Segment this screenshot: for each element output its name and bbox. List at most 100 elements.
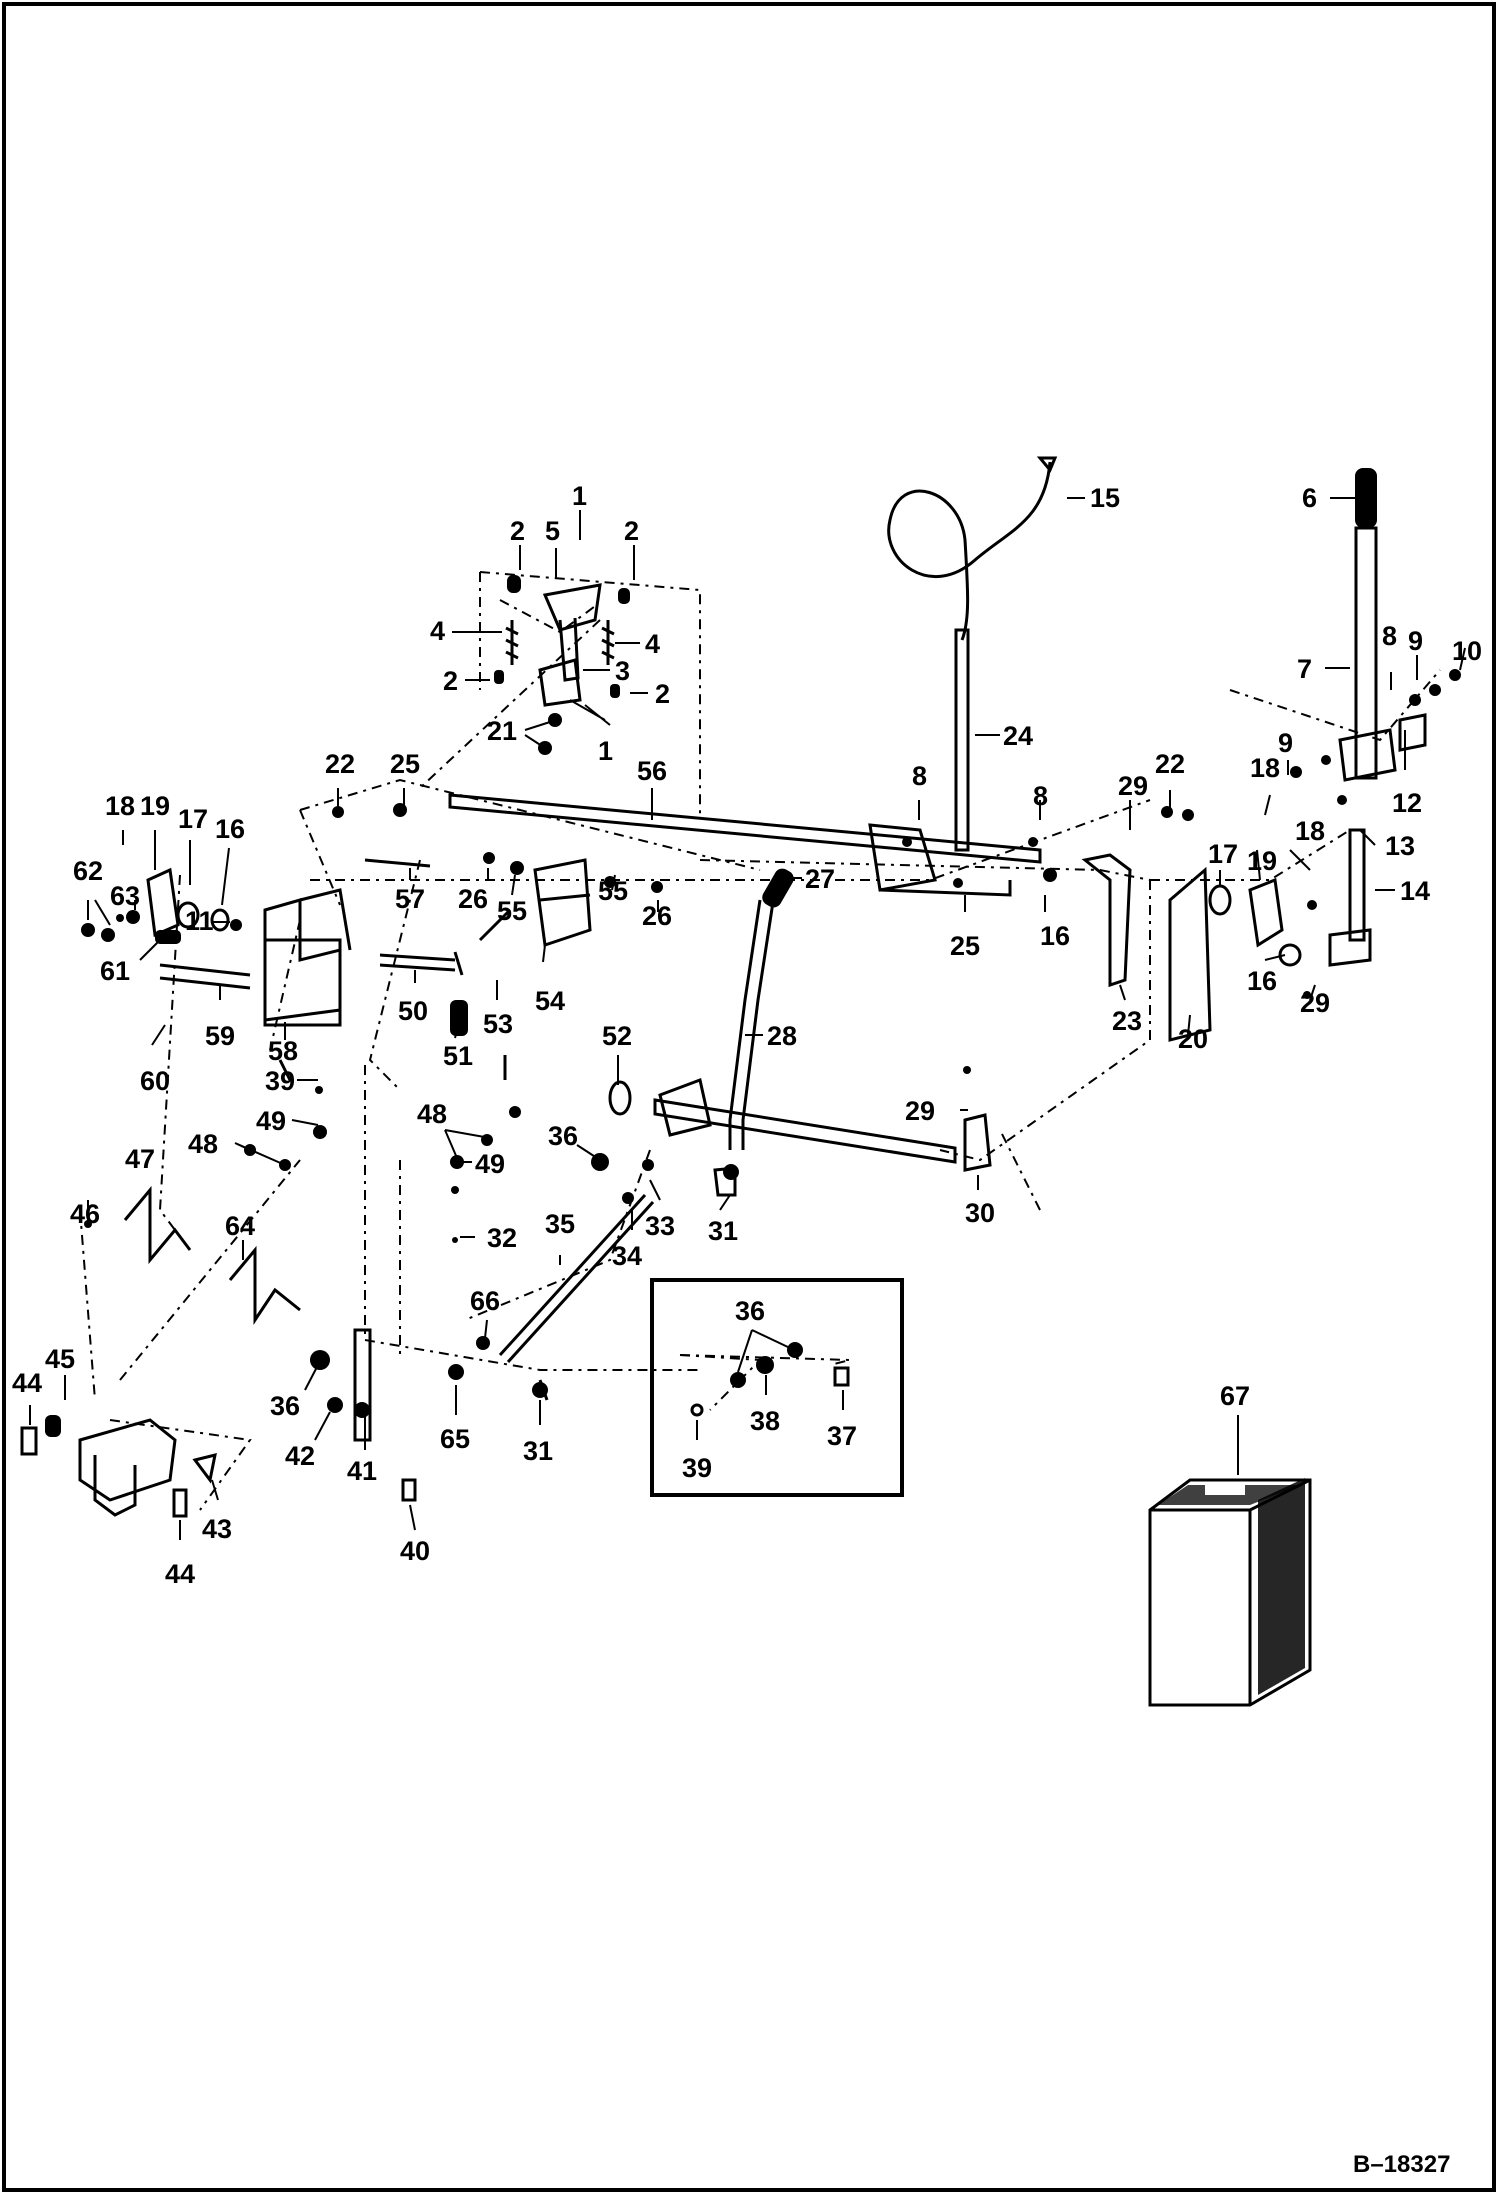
callout-label: 58 <box>268 1036 298 1066</box>
callout-label: 2 <box>655 679 670 709</box>
callout-label: 22 <box>325 749 355 779</box>
part-67-box <box>1148 1478 1312 1707</box>
callout-label: 16 <box>1247 966 1277 996</box>
callout-label: 64 <box>225 1211 255 1241</box>
callout-label: 49 <box>256 1106 286 1136</box>
part-shapes <box>20 456 1461 1518</box>
callout-label: 59 <box>205 1021 235 1051</box>
callout-label: 48 <box>188 1129 218 1159</box>
callout-label: 24 <box>1003 721 1033 751</box>
callout-label: 44 <box>165 1559 195 1589</box>
callout-label: 51 <box>443 1041 473 1071</box>
callout-label: 49 <box>475 1149 505 1179</box>
leader-lines <box>29 497 1466 1540</box>
callout-label: 52 <box>602 1021 632 1051</box>
callout-label: 21 <box>487 716 517 746</box>
callout-label: 43 <box>202 1514 232 1544</box>
callout-label: 63 <box>110 881 140 911</box>
callout-label: 66 <box>470 1286 500 1316</box>
callout-label: 12 <box>1392 788 1422 818</box>
callout-label: 9 <box>1278 728 1293 758</box>
callout-label: 19 <box>1247 846 1277 876</box>
callout-label: 44 <box>12 1368 42 1398</box>
callout-label: 48 <box>417 1099 447 1129</box>
callout-label: 25 <box>950 931 980 961</box>
callout-label: 36 <box>735 1296 765 1326</box>
callout-label: 37 <box>827 1421 857 1451</box>
callout-label: 53 <box>483 1009 513 1039</box>
callout-label: 46 <box>70 1199 100 1229</box>
callout-label: 33 <box>645 1211 675 1241</box>
callout-label: 2 <box>624 516 639 546</box>
callout-label: 39 <box>682 1453 712 1483</box>
callout-label: 8 <box>912 761 927 791</box>
callout-label: 2 <box>443 666 458 696</box>
callout-label: 29 <box>1118 771 1148 801</box>
callout-label: 6 <box>1302 483 1317 513</box>
callout-label: 40 <box>400 1536 430 1566</box>
callout-label: 17 <box>1208 839 1238 869</box>
callout-label: 8 <box>1382 621 1397 651</box>
callout-label: 9 <box>1408 626 1423 656</box>
callout-label: 55 <box>598 876 628 906</box>
callout-label: 3 <box>615 656 630 686</box>
callout-label: 31 <box>708 1216 738 1246</box>
callout-label: 16 <box>215 814 245 844</box>
callout-label: 1 <box>598 736 613 766</box>
callout-label: 65 <box>440 1424 470 1454</box>
callout-label: 50 <box>398 996 428 1026</box>
callout-label: 1 <box>572 481 587 511</box>
detail-inset <box>650 1278 904 1497</box>
callout-label: 54 <box>535 986 565 1016</box>
callout-label: 5 <box>545 516 560 546</box>
callout-label: 29 <box>905 1096 935 1126</box>
callout-label: 22 <box>1155 749 1185 779</box>
callout-label: 18 <box>105 791 135 821</box>
callout-label: 10 <box>1452 636 1482 666</box>
callout-label: 26 <box>458 884 488 914</box>
callout-label: 20 <box>1178 1024 1208 1054</box>
callout-label: 18 <box>1250 753 1280 783</box>
callout-label: 41 <box>347 1456 377 1486</box>
callout-label: 4 <box>645 629 660 659</box>
callout-label: 28 <box>767 1021 797 1051</box>
callout-label: 15 <box>1090 483 1120 513</box>
callout-label: 55 <box>497 896 527 926</box>
callout-label: 23 <box>1112 1006 1142 1036</box>
callout-label: 13 <box>1385 831 1415 861</box>
callout-label: 29 <box>1300 988 1330 1018</box>
callout-label: 30 <box>965 1198 995 1228</box>
callout-label: 7 <box>1297 654 1312 684</box>
callout-label: 62 <box>73 856 103 886</box>
callout-label: 25 <box>390 749 420 779</box>
callout-label: 4 <box>430 616 445 646</box>
callout-labels: 1 2 5 2 4 4 3 2 2 21 1 15 6 7 8 9 10 24 … <box>12 481 1482 1589</box>
callout-label: 17 <box>178 804 208 834</box>
callout-label: 35 <box>545 1209 575 1239</box>
callout-label: 19 <box>140 791 170 821</box>
callout-label: 31 <box>523 1436 553 1466</box>
callout-label: 42 <box>285 1441 315 1471</box>
callout-label: 60 <box>140 1066 170 1096</box>
callout-label: 34 <box>612 1241 642 1271</box>
callout-label: 2 <box>510 516 525 546</box>
figure-reference-code: B–18327 <box>1353 2151 1450 2178</box>
callout-label: 56 <box>637 756 667 786</box>
callout-label: 11 <box>185 906 214 936</box>
callout-label: 8 <box>1033 781 1048 811</box>
callout-label: 47 <box>125 1144 155 1174</box>
callout-label: 16 <box>1040 921 1070 951</box>
callout-label: 26 <box>642 901 672 931</box>
callout-label: 36 <box>270 1391 300 1421</box>
callout-label: 61 <box>100 956 130 986</box>
callout-label: 45 <box>45 1344 75 1374</box>
callout-label: 67 <box>1220 1381 1250 1411</box>
callout-label: 27 <box>805 864 835 894</box>
callout-label: 18 <box>1295 816 1325 846</box>
callout-label: 32 <box>487 1223 517 1253</box>
callout-label: 57 <box>395 884 425 914</box>
callout-label: 38 <box>750 1406 780 1436</box>
